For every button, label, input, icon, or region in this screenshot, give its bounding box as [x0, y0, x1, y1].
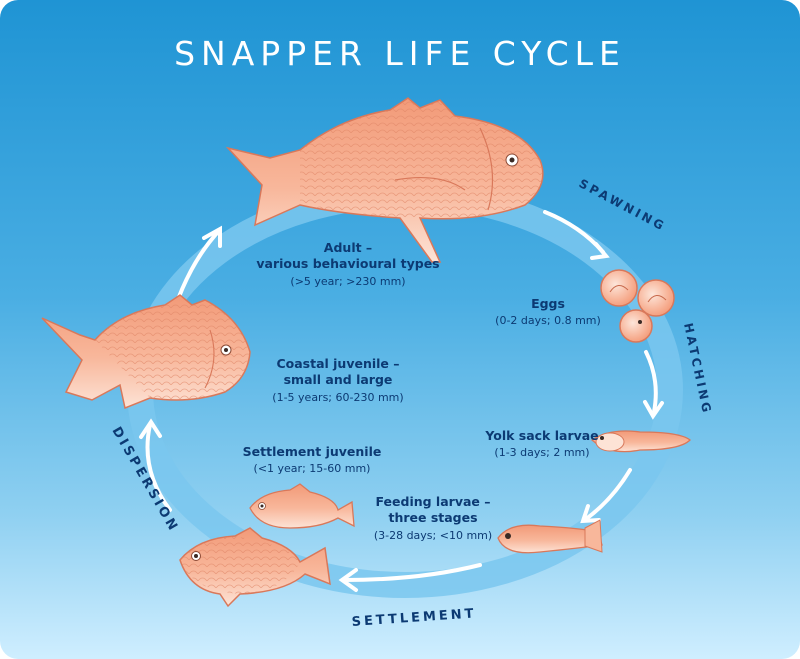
stage-hatching: HATCHING — [681, 322, 714, 417]
label-feeding-larvae: Feeding larvae – three stages (3-28 days… — [358, 494, 508, 543]
label-eggs-detail: (0-2 days; 0.8 mm) — [495, 314, 601, 328]
settlement-juvenile-fish-illustration — [249, 483, 355, 529]
label-adult-line2: various behavioural types — [256, 256, 440, 272]
label-eggs-line1: Eggs — [531, 296, 565, 311]
label-adult: Adult – various behavioural types (>5 ye… — [248, 240, 448, 289]
label-feeding-line2: three stages — [388, 510, 478, 526]
coastal-juvenile-fish-illustration — [41, 294, 251, 410]
label-coastal-line2: small and large — [283, 372, 393, 388]
label-eggs: Eggs (0-2 days; 0.8 mm) — [478, 296, 618, 329]
label-settlement-juvenile: Settlement juvenile (<1 year; 15-60 mm) — [222, 444, 402, 477]
label-adult-line1: Adult – — [323, 240, 373, 255]
cycle-arrows — [139, 210, 664, 592]
juvenile-fish-bottom-illustration — [179, 527, 331, 608]
label-feeding-line1: Feeding larvae – — [375, 494, 491, 509]
label-yolk-line1: Yolk sack larvae — [485, 428, 599, 443]
feeding-larva-illustration — [497, 519, 603, 554]
label-coastal-juvenile: Coastal juvenile – small and large (1-5 … — [248, 356, 428, 405]
adult-fish-illustration — [225, 97, 544, 263]
diagram-title: SNAPPER LIFE CYCLE — [174, 34, 626, 73]
eggs-illustration — [600, 269, 675, 343]
label-settlement-detail: (<1 year; 15-60 mm) — [253, 462, 371, 476]
label-settlement-line1: Settlement juvenile — [242, 444, 382, 459]
stage-settlement: SETTLEMENT — [351, 606, 477, 630]
yolk-sack-larva-illustration — [590, 430, 691, 453]
stage-spawning: SPAWNING — [577, 176, 669, 234]
label-coastal-line1: Coastal juvenile – — [276, 356, 400, 371]
label-coastal-detail: (1-5 years; 60-230 mm) — [272, 390, 404, 404]
label-feeding-detail: (3-28 days; <10 mm) — [373, 528, 493, 542]
label-adult-detail: (>5 year; >230 mm) — [290, 274, 406, 288]
label-yolk-sack: Yolk sack larvae (1-3 days; 2 mm) — [462, 428, 622, 461]
label-yolk-detail: (1-3 days; 2 mm) — [494, 446, 590, 460]
